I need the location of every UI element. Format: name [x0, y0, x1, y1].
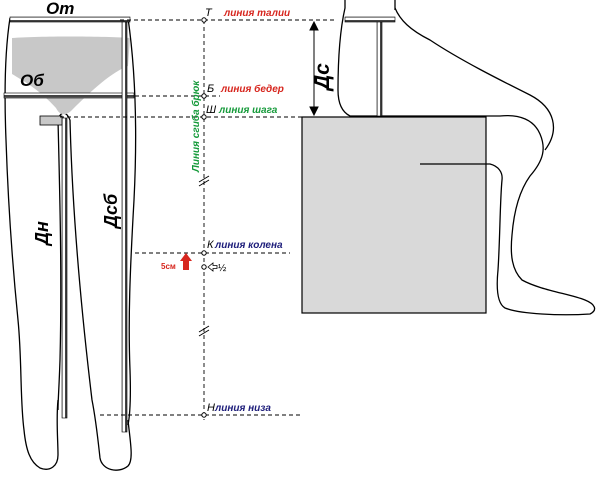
- offset-arrow: [180, 253, 192, 270]
- label-half: ½: [218, 263, 227, 274]
- inseam-tape: [61, 117, 68, 419]
- label-knee-line: линия колена: [214, 240, 283, 251]
- construction-lines: [60, 19, 340, 420]
- point-k: К: [207, 239, 214, 251]
- seated-waist-tape: [344, 16, 396, 23]
- half-arrow: [207, 262, 218, 272]
- label-dn: Дн: [32, 221, 52, 247]
- label-ds: Дс: [311, 63, 334, 92]
- point-sh: Ш: [206, 104, 217, 116]
- waist-tape: [9, 16, 131, 23]
- side-length-tape: [121, 21, 128, 433]
- label-bottom-line: линия низа: [214, 403, 271, 414]
- label-offset-5cm: 5см: [161, 262, 176, 271]
- tape-end-tab: [39, 115, 63, 126]
- seat-height-arrow: [309, 20, 319, 117]
- label-bend-line: Линия сгиба брюк: [190, 80, 202, 173]
- point-sh-dot: [201, 114, 207, 120]
- underwear-shape: [12, 36, 130, 115]
- point-b-dot: [201, 93, 207, 99]
- label-ob: Об: [20, 71, 44, 90]
- construction-points: [201, 17, 207, 418]
- hip-tape: [3, 92, 135, 99]
- seat-block: [301, 116, 487, 314]
- label-crotch-line: линия шага: [218, 105, 278, 116]
- label-waist-line: линия талии: [223, 8, 290, 19]
- label-hip-line: линия бедер: [220, 83, 284, 95]
- point-k-dot: [201, 250, 207, 256]
- seat-height-tape: [376, 19, 383, 117]
- seated-figure: [337, 0, 596, 316]
- break-marks: [198, 175, 210, 337]
- label-dsb: Дсб: [101, 193, 121, 230]
- point-n: Н: [207, 402, 215, 414]
- point-half-dot: [201, 264, 207, 270]
- point-n-dot: [201, 412, 207, 418]
- point-t: Т: [205, 7, 213, 19]
- standing-legs-figure: [4, 17, 137, 471]
- point-t-dot: [201, 17, 207, 23]
- point-b: Б: [207, 83, 214, 95]
- label-ot: От: [46, 0, 74, 18]
